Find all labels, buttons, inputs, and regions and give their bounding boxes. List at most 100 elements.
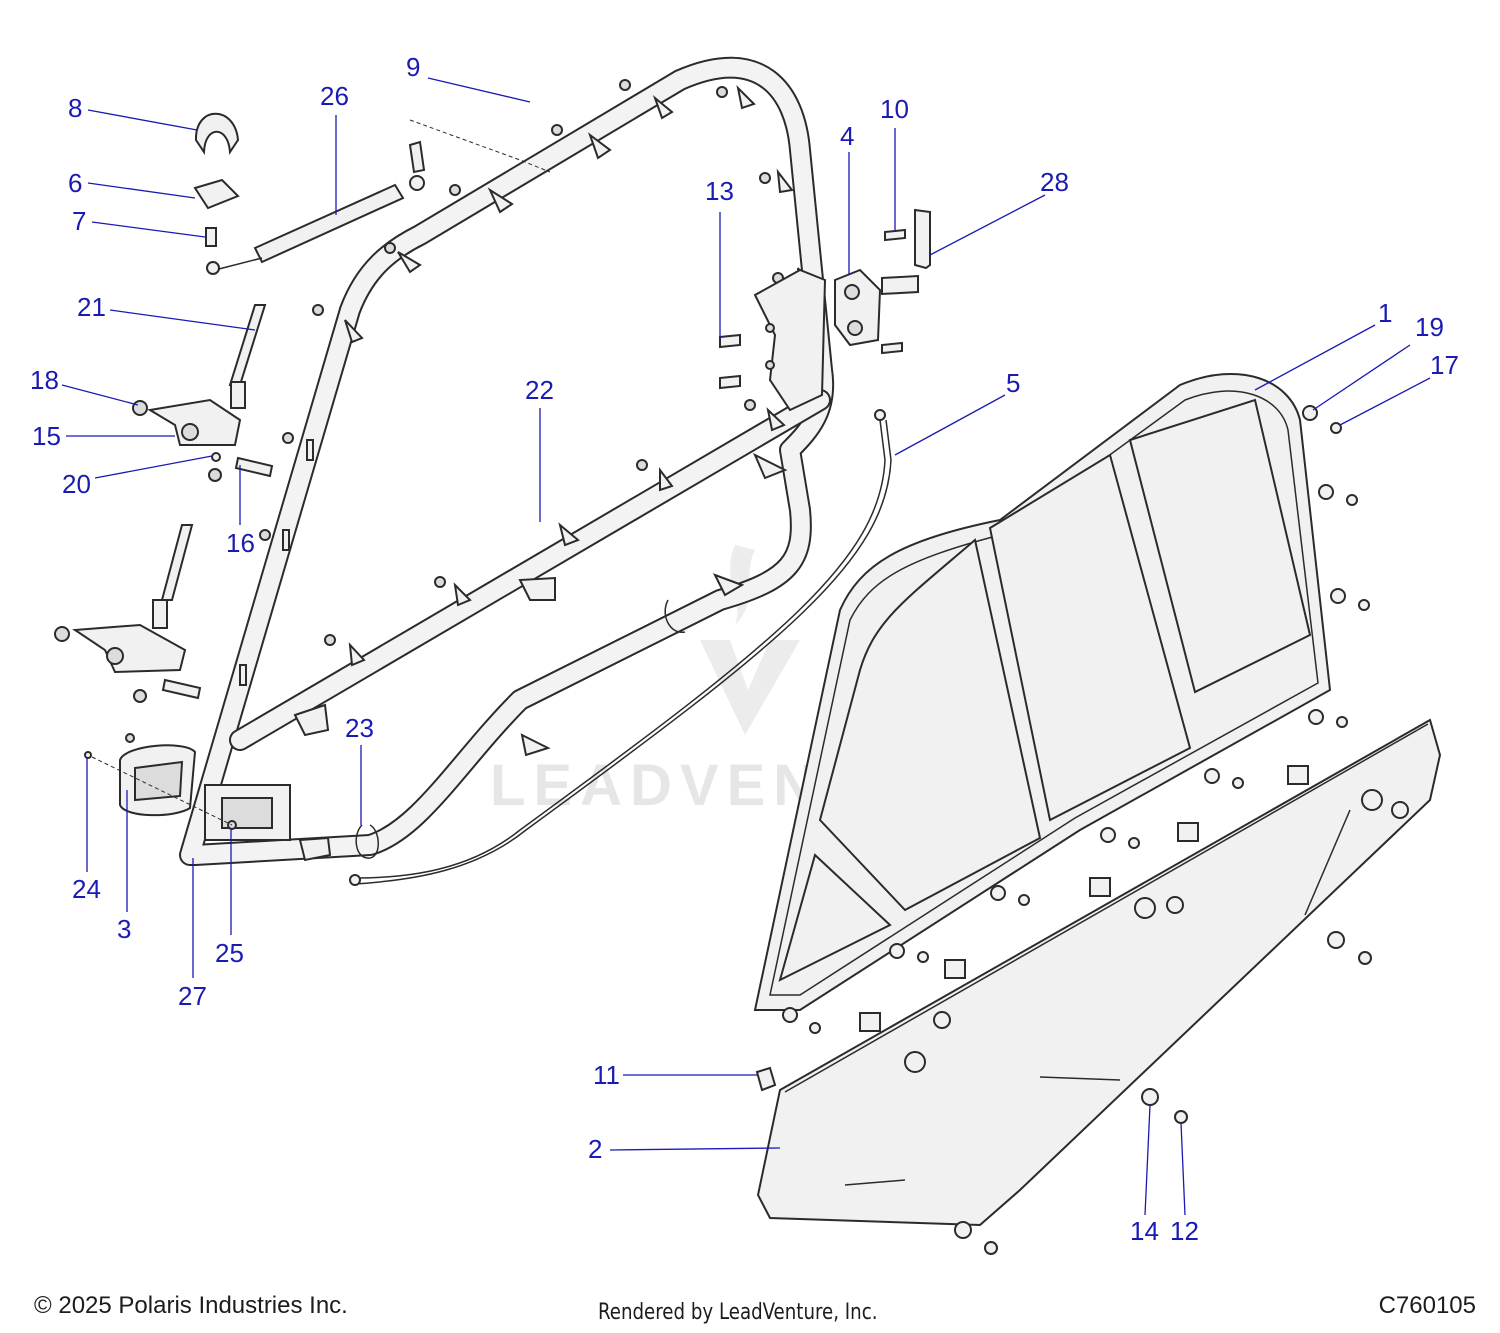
screw <box>1336 716 1348 728</box>
latch-assembly <box>719 208 931 412</box>
hinge-bolt <box>234 456 274 478</box>
callout-23: 23 <box>345 713 374 743</box>
cable-end-lower <box>349 874 361 886</box>
screw <box>1018 894 1030 906</box>
clip-nut <box>1089 877 1111 897</box>
window-pane <box>988 453 1192 822</box>
screw <box>1358 599 1370 611</box>
gas-strut-end-upper <box>409 175 425 191</box>
hinge-lower <box>54 524 202 703</box>
clip-nut <box>1177 822 1199 842</box>
gas-strut-assembly <box>193 112 551 275</box>
callout-25: 25 <box>215 938 244 968</box>
frame-nut <box>324 634 336 646</box>
callout-13: 13 <box>705 176 734 206</box>
latch-plate <box>753 268 827 412</box>
frame-tab <box>397 251 422 274</box>
frame-slot <box>239 664 247 686</box>
callout-5: 5 <box>1006 368 1020 398</box>
frame-cross-tube-highlight <box>231 391 829 749</box>
frame-tab <box>752 452 788 480</box>
leader-6 <box>87 182 196 199</box>
latch-screw <box>719 333 741 349</box>
lower-panel-crease <box>844 1179 906 1186</box>
window-pane <box>1128 398 1312 694</box>
frame-nut <box>744 399 756 411</box>
leader-7 <box>91 221 206 238</box>
hinge-pin <box>228 304 267 386</box>
frame-tab <box>520 733 551 757</box>
callout-15: 15 <box>32 421 61 451</box>
frame-nut <box>619 79 631 91</box>
washer <box>1100 827 1116 843</box>
leader-2 <box>609 1147 781 1151</box>
frame-tab <box>659 467 674 492</box>
frame-tab <box>298 836 332 862</box>
frame-tab <box>344 319 364 344</box>
leader-8 <box>87 109 198 131</box>
handle-screw-top <box>125 733 135 743</box>
screw <box>917 951 929 963</box>
window-frame-inner <box>769 390 1319 996</box>
handle-lever <box>134 760 184 802</box>
washer <box>782 1007 798 1023</box>
hinge-nut-lower <box>54 626 70 642</box>
panel-fastener <box>904 1051 926 1073</box>
leader-28 <box>929 194 1046 256</box>
frame-tab <box>453 582 472 607</box>
lower-panel-body <box>756 718 1442 1227</box>
hinge-bolt-lower <box>161 678 202 700</box>
frame-nut <box>312 304 324 316</box>
lower-door-panel <box>755 718 1442 1255</box>
inner-handle <box>84 733 291 841</box>
washer <box>1141 1088 1159 1106</box>
hinge-bracket <box>147 398 242 446</box>
latch-plate-hole <box>765 360 775 370</box>
clip-nut <box>1287 765 1309 785</box>
screw <box>1174 1110 1188 1124</box>
callout-17: 17 <box>1430 350 1459 380</box>
frame-tab <box>487 187 514 214</box>
washer <box>1327 931 1345 949</box>
frame-tab <box>558 522 580 547</box>
cable-tie <box>355 824 379 859</box>
frame-nut <box>636 459 648 471</box>
panel-fastener <box>1166 896 1184 914</box>
callout-12: 12 <box>1170 1216 1199 1246</box>
latch-screw <box>719 374 741 390</box>
callout-7: 7 <box>72 206 86 236</box>
frame-tab <box>712 573 745 597</box>
frame-tab <box>348 642 366 667</box>
washer <box>990 885 1006 901</box>
striker-bolt <box>881 341 903 355</box>
leader-9 <box>427 77 531 103</box>
frame-outer-tube-highlight <box>181 58 833 864</box>
frame-nut <box>759 172 771 184</box>
screw <box>1330 422 1342 434</box>
frame-slot <box>306 439 314 461</box>
striker-pin <box>881 274 919 296</box>
washer <box>1318 484 1334 500</box>
callout-19: 19 <box>1415 312 1444 342</box>
frame-tab <box>776 168 794 194</box>
washer <box>889 943 905 959</box>
panel-fastener <box>1391 801 1409 819</box>
callout-21: 21 <box>77 292 106 322</box>
frame-slot <box>282 529 290 551</box>
lower-panel-crease <box>1304 809 1351 916</box>
handle-dashed-line <box>91 756 233 826</box>
screw <box>1346 494 1358 506</box>
mount-stud <box>205 227 217 247</box>
washer <box>1308 709 1324 725</box>
screw <box>809 1022 821 1034</box>
frame-nut <box>384 242 396 254</box>
hinge-hole-lower <box>106 647 124 665</box>
callout-28: 28 <box>1040 167 1069 197</box>
clamp-band <box>194 112 240 156</box>
window-panel <box>753 372 1332 1011</box>
cable-line-2 <box>354 419 892 885</box>
leader-19 <box>1312 344 1411 411</box>
hinge-upper <box>132 304 274 482</box>
diagram-code: C760105 <box>1378 1292 1476 1319</box>
